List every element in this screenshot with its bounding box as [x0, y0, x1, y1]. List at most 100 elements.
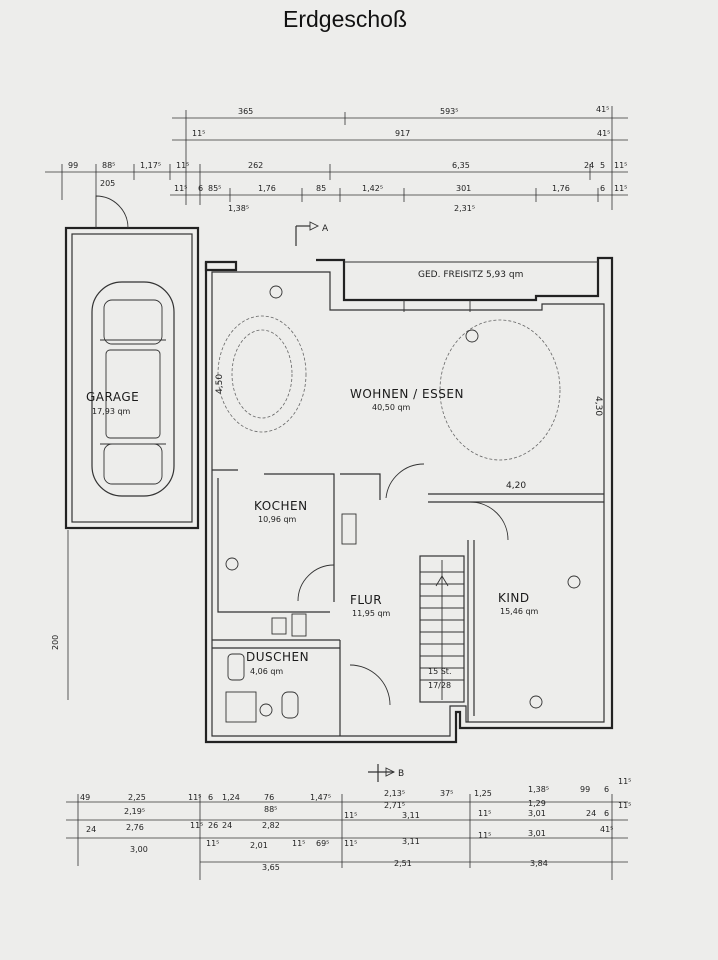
- flur-name: FLUR: [350, 593, 382, 607]
- dim-top-1-2: 41⁵: [596, 105, 609, 114]
- dim-top-4-1: 6: [198, 184, 203, 193]
- dim-top-3-3: 11⁵: [176, 161, 189, 170]
- dim-bot-1-6: 1,47⁵: [310, 793, 331, 802]
- house-walls: GED. FREISITZ 5,93 qm: [204, 256, 614, 744]
- flur-area: 11,95 qm: [352, 609, 391, 618]
- stair-label-2: 17/28: [428, 681, 451, 690]
- dim-top-3-2: 1,17⁵: [140, 161, 161, 170]
- dim-top-4-2: 85⁵: [208, 184, 221, 193]
- dim-bot-1b-1: 88⁵: [264, 805, 277, 814]
- dim-bot-2-10: 24: [586, 809, 596, 818]
- dim-420: 4,20: [506, 481, 526, 491]
- left-vertical-dim: 200: [51, 635, 60, 650]
- freisitz-label: GED. FREISITZ 5,93 qm: [418, 270, 523, 280]
- dim-top-4-5: 1,42⁵: [362, 184, 383, 193]
- dim-bot-2-1: 2,76: [126, 823, 144, 832]
- kochen-name: KOCHEN: [254, 499, 308, 513]
- wohnen-area: 40,50 qm: [372, 403, 411, 412]
- dim-bot-3-7: 11⁵: [478, 831, 491, 840]
- dim-bot-2-7: 3,11: [402, 811, 420, 820]
- top-dimensions: 365 593⁵ 41⁵ 11⁵ 917 41⁵ 99 88⁵ 1,17⁵ 11…: [45, 105, 628, 213]
- dim-bot-1-4: 1,24: [222, 793, 240, 802]
- dim-bot-3-5: 11⁵: [344, 839, 357, 848]
- dim-bot-1-11: 99: [580, 785, 590, 794]
- dim-bot-2-2: 11⁵: [190, 821, 203, 830]
- section-b-label: B: [398, 769, 404, 779]
- dim-top-3-4: 262: [248, 161, 263, 170]
- kind-area: 15,46 qm: [500, 607, 539, 616]
- dim-top-3-6: 24: [584, 161, 594, 170]
- dim-top-1-0: 365: [238, 107, 253, 116]
- dim-top-1-1: 593⁵: [440, 107, 458, 116]
- dim-bot-3-9: 41⁵: [600, 825, 613, 834]
- dim-bot-2-11: 6: [604, 809, 609, 818]
- page-title: Erdgeschoß: [282, 6, 407, 32]
- dim-bot-1b-3: 1,29: [528, 799, 546, 808]
- dim-top-4-9: 11⁵: [614, 184, 627, 193]
- dim-top-3-5: 6,35: [452, 161, 470, 170]
- dim-top-3-7: 5: [600, 161, 605, 170]
- dim-bot-1-10: 1,38⁵: [528, 785, 549, 794]
- dim-bot-1-5: 76: [264, 793, 274, 802]
- dim-430: 4,30: [593, 396, 603, 416]
- interior-walls: [212, 463, 604, 736]
- dim-bot-1b-0: 2,19⁵: [124, 807, 145, 816]
- dim-top-2-1: 917: [395, 129, 410, 138]
- wohnen-name: WOHNEN / ESSEN: [350, 387, 464, 401]
- dim-bot-1-13: 11⁵: [618, 777, 631, 786]
- section-markers: A B: [295, 221, 404, 782]
- dim-bot-3-8: 3,01: [528, 829, 546, 838]
- dim-bot-2-0: 24: [86, 825, 96, 834]
- dim-bot-1-1: 2,25: [128, 793, 146, 802]
- bottom-dimensions: 49 2,25 11⁵ 6 1,24 76 1,47⁵ 2,13⁵ 37⁵ 1,…: [66, 777, 631, 880]
- dim-top-4b-0: 1,38⁵: [228, 204, 249, 213]
- dim-bot-3-1: 11⁵: [206, 839, 219, 848]
- furniture-sketches: [217, 285, 581, 717]
- dim-top-4-6: 301: [456, 184, 471, 193]
- dim-bot-1b-2: 2,71⁵: [384, 801, 405, 810]
- dim-bot-1-12: 6: [604, 785, 609, 794]
- dim-bot-3-3: 11⁵: [292, 839, 305, 848]
- kind-name: KIND: [498, 591, 530, 605]
- dim-bot-4-1: 2,51: [394, 859, 412, 868]
- dim-bot-3-6: 3,11: [402, 837, 420, 846]
- dim-top-4-3: 1,76: [258, 184, 276, 193]
- dim-top-3-8: 11⁵: [614, 161, 627, 170]
- dim-bot-1-2: 11⁵: [188, 793, 201, 802]
- dim-bot-4-0: 3,65: [262, 863, 280, 872]
- dim-top-3-1: 88⁵: [102, 161, 115, 170]
- duschen-name: DUSCHEN: [246, 650, 309, 664]
- dim-top-2-0: 11⁵: [192, 129, 205, 138]
- dim-top-2-2: 41⁵: [597, 129, 610, 138]
- dim-bot-1-9: 1,25: [474, 789, 492, 798]
- garage: GARAGE 17,93 qm: [64, 195, 200, 530]
- dim-bot-1-8: 37⁵: [440, 789, 453, 798]
- dim-top-4-8: 6: [600, 184, 605, 193]
- stair-label: 15 St.: [428, 667, 451, 676]
- staircase: 15 St. 17/28: [419, 555, 465, 703]
- dim-top-4-0: 11⁵: [174, 184, 187, 193]
- dim-bot-2-3: 26: [208, 821, 218, 830]
- dim-top-3-0: 99: [68, 161, 78, 170]
- dim-top-4-4: 85: [316, 184, 326, 193]
- dim-bot-1-0: 49: [80, 793, 90, 802]
- dim-top-4-7: 1,76: [552, 184, 570, 193]
- garage-area: 17,93 qm: [92, 407, 131, 416]
- dim-bot-2-5: 2,82: [262, 821, 280, 830]
- dim-bot-1-7: 2,13⁵: [384, 789, 405, 798]
- dim-bot-4-2: 3,84: [530, 859, 548, 868]
- dim-bot-3-2: 2,01: [250, 841, 268, 850]
- dim-top-3b-0: 205: [100, 179, 115, 188]
- dim-bot-3-4: 69⁵: [316, 839, 329, 848]
- dim-bot-2-6: 11⁵: [344, 811, 357, 820]
- dim-bot-2-8: 11⁵: [478, 809, 491, 818]
- section-a-label: A: [322, 224, 329, 234]
- room-labels: WOHNEN / ESSEN 40,50 qm KOCHEN 10,96 qm …: [215, 374, 603, 676]
- dim-bot-2-12: 11⁵: [618, 801, 631, 810]
- dim-450: 4,50: [215, 374, 225, 394]
- dim-bot-2-9: 3,01: [528, 809, 546, 818]
- dim-top-4b-1: 2,31⁵: [454, 204, 475, 213]
- dim-bot-3-0: 3,00: [130, 845, 148, 854]
- dim-bot-1-3: 6: [208, 793, 213, 802]
